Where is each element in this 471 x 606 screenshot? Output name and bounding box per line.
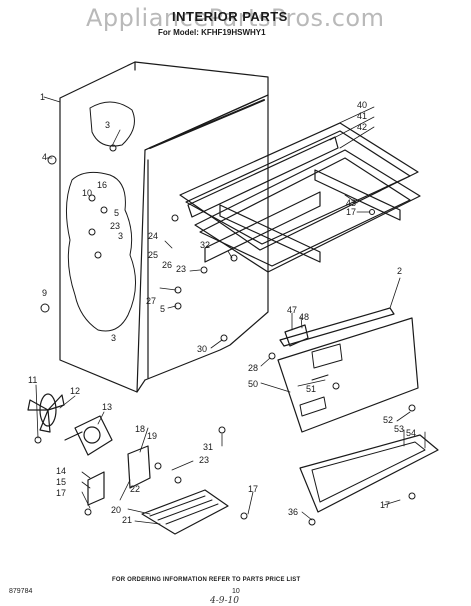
insulation-cutout-top (89, 101, 135, 147)
cabinet-liner (59, 61, 269, 393)
screws (34, 144, 416, 526)
callout-labels: 1 3 4 16 10 5 23 3 9 3 24 25 32 23 26 27… (28, 92, 416, 525)
callout-4: 4 (42, 152, 47, 162)
callout-26: 26 (162, 260, 172, 270)
page-title: INTERIOR PARTS (172, 9, 288, 24)
callout-15: 15 (56, 477, 66, 487)
callout-41: 41 (357, 111, 367, 121)
callout-40: 40 (357, 100, 367, 110)
insulation-cutout (66, 171, 136, 332)
rear-panel (277, 317, 419, 433)
callout-13: 13 (102, 402, 112, 412)
callout-42: 42 (357, 122, 367, 132)
callout-54: 54 (406, 428, 416, 438)
callout-19: 19 (147, 431, 157, 441)
divider-strip (279, 307, 395, 347)
ordering-note: FOR ORDERING INFORMATION REFER TO PARTS … (112, 577, 301, 583)
callout-22: 22 (130, 484, 140, 494)
callout-31: 31 (203, 442, 213, 452)
callout-47: 47 (287, 305, 297, 315)
callout-53: 53 (394, 424, 404, 434)
callout-52: 52 (383, 415, 393, 425)
callout-17c: 17 (248, 484, 258, 494)
callout-43: 43 (346, 198, 356, 208)
callout-11: 11 (28, 375, 37, 385)
page-number: 10 (232, 588, 240, 595)
callout-2: 2 (397, 266, 402, 276)
callout-14: 14 (56, 466, 66, 476)
callout-3c: 3 (111, 333, 116, 343)
part-code: 879784 (9, 588, 33, 595)
fan-blade (27, 393, 65, 433)
handwritten-note: 4-9-10 (210, 596, 239, 606)
callout-23b: 23 (176, 264, 186, 274)
callout-16: 16 (97, 180, 107, 190)
bottom-cover (299, 434, 439, 513)
callout-24: 24 (148, 231, 158, 241)
callout-17d: 17 (380, 500, 390, 510)
callout-50: 50 (248, 379, 258, 389)
callout-10: 10 (82, 188, 92, 198)
callout-12: 12 (70, 386, 80, 396)
leader-lines (35, 96, 426, 525)
callout-48: 48 (299, 312, 309, 322)
callout-5a: 5 (114, 208, 119, 218)
watermark: AppliancePartsPros.com (86, 4, 385, 32)
callout-23c: 23 (199, 455, 209, 465)
mounting-bracket (127, 445, 151, 489)
callout-51: 51 (306, 384, 316, 394)
callout-3a: 3 (105, 120, 110, 130)
callout-21: 21 (122, 515, 132, 525)
callout-27: 27 (146, 296, 156, 306)
evaporator-cover (141, 489, 229, 535)
shelf-frames (179, 122, 421, 273)
callout-30: 30 (197, 344, 207, 354)
callout-3b: 3 (118, 231, 123, 241)
callout-9: 9 (42, 288, 47, 298)
hinge-bracket (284, 324, 309, 347)
callout-17b: 17 (56, 488, 66, 498)
callout-23a: 23 (110, 221, 120, 231)
motor-bracket (87, 471, 105, 506)
model-number: For Model: KFHF19HSWHY1 (158, 28, 266, 37)
callout-17a: 17 (346, 207, 356, 217)
callout-36: 36 (288, 507, 298, 517)
callout-28: 28 (248, 363, 258, 373)
callout-32: 32 (200, 240, 210, 250)
callout-18: 18 (135, 424, 145, 434)
callout-5b: 5 (160, 304, 165, 314)
fan-motor (64, 415, 113, 456)
callout-1: 1 (40, 92, 45, 102)
callout-20: 20 (111, 505, 121, 515)
callout-25: 25 (148, 250, 158, 260)
